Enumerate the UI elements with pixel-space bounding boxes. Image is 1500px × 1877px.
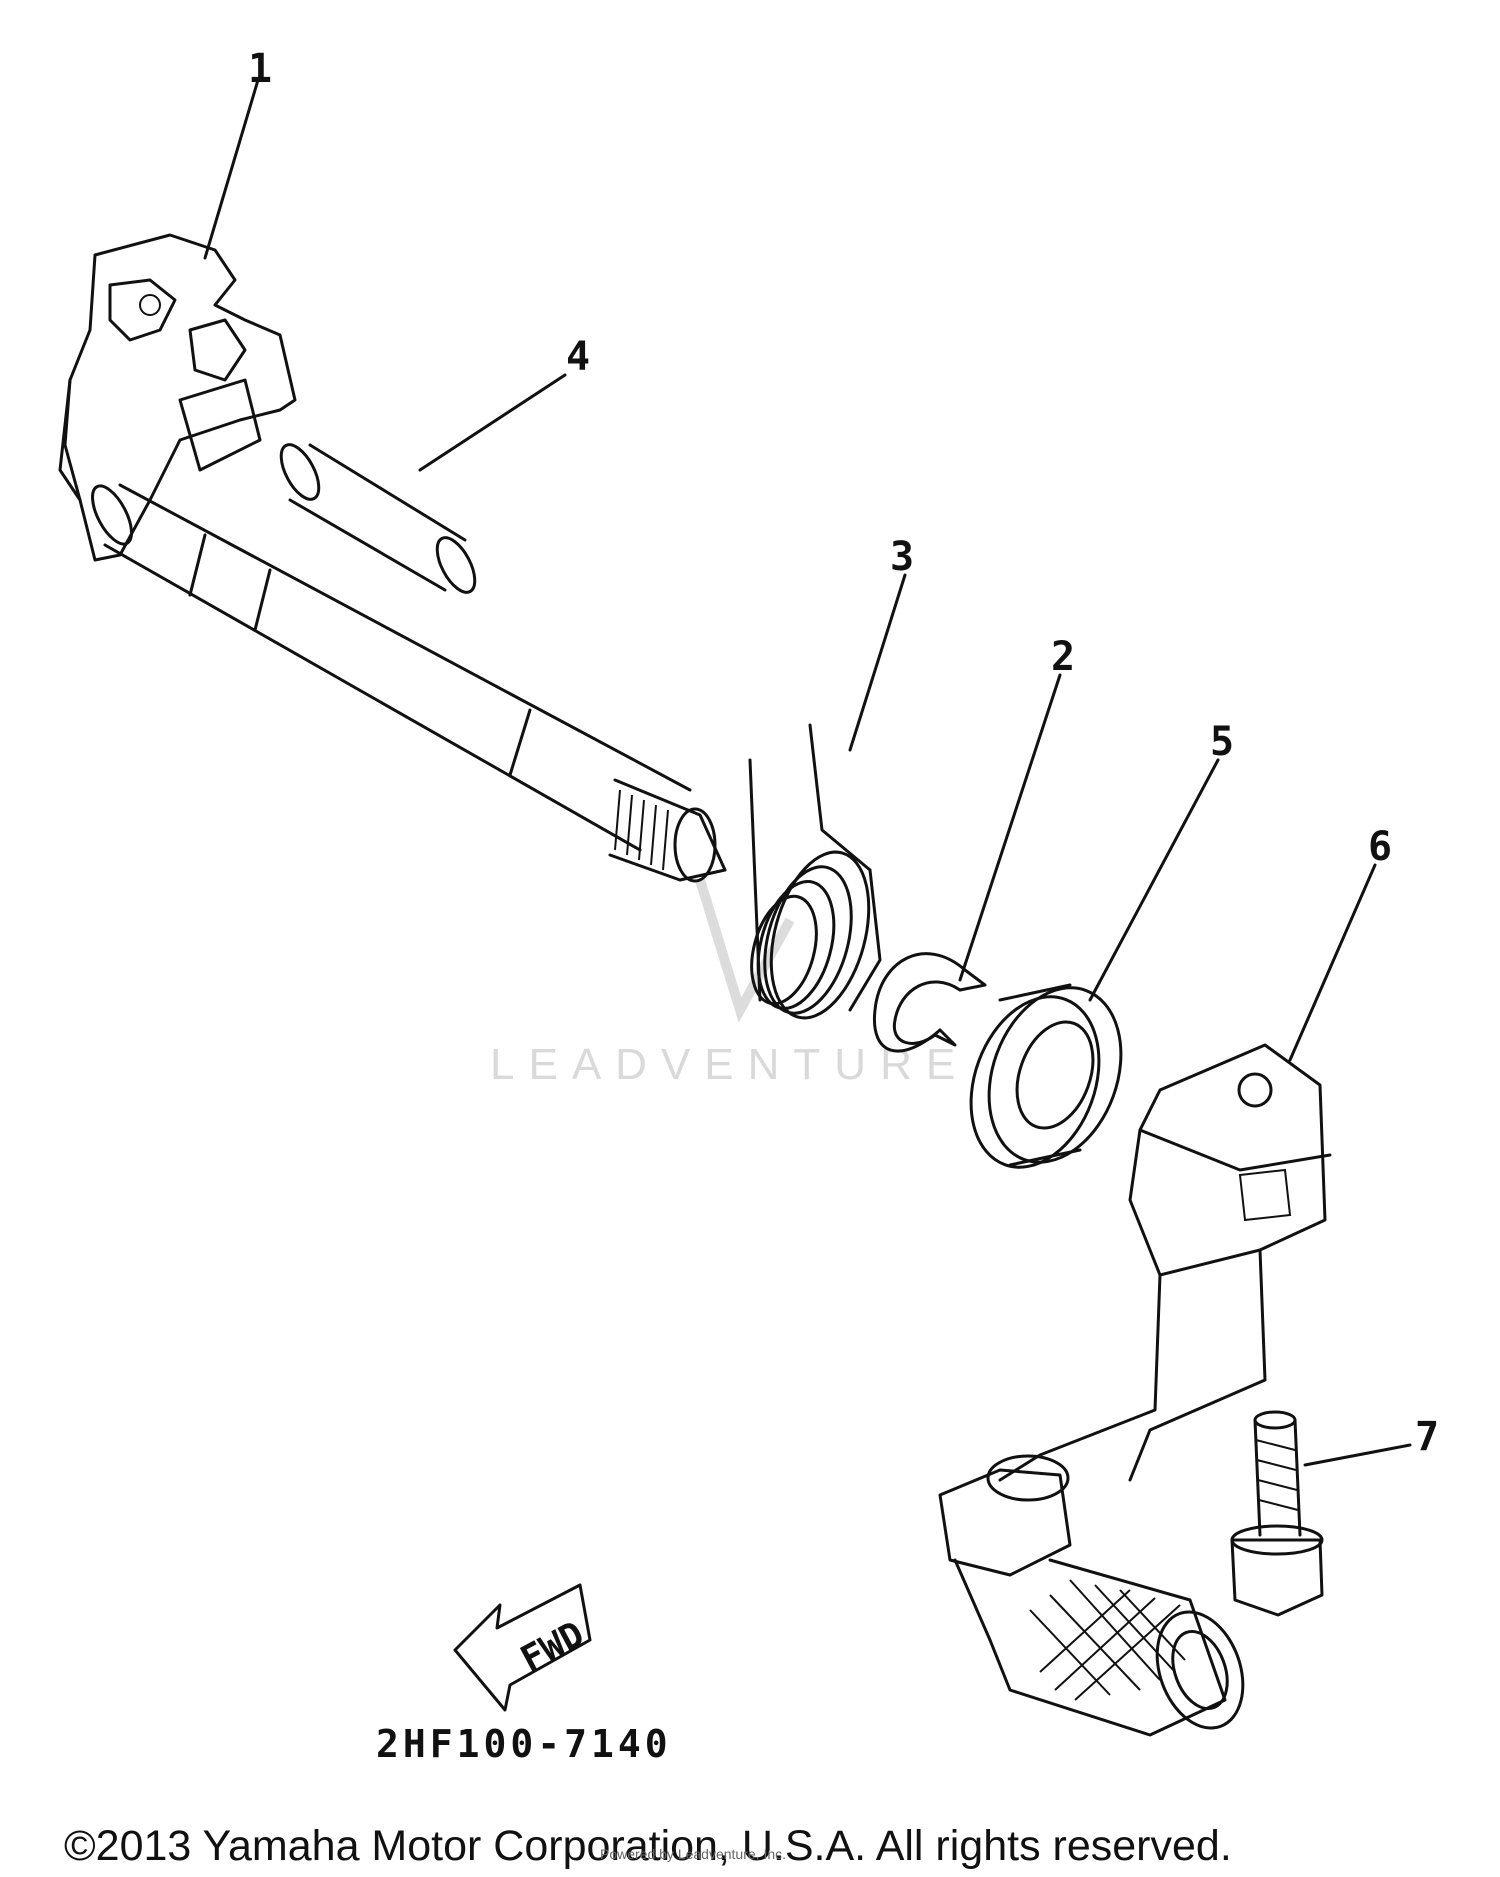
callout-6: 6: [1368, 824, 1392, 870]
watermark-logo: LEADVENTURE: [490, 1040, 970, 1089]
callout-4: 4: [566, 334, 590, 380]
part-code: 2HF100-7140: [376, 1722, 672, 1766]
part-circlip: [872, 952, 987, 1053]
fwd-label: FWD: [514, 1614, 591, 1681]
watermark-notice: Powered by Leadventure, Inc.: [600, 1846, 787, 1862]
part-bolt: [1230, 1410, 1324, 1617]
part-pin: [279, 443, 477, 594]
watermark-chevron-icon: [695, 878, 795, 1023]
callout-2: 2: [1051, 634, 1075, 680]
leader-lines: [203, 78, 1412, 1467]
callout-3: 3: [890, 534, 914, 580]
part-shift-shaft: [58, 233, 727, 883]
callout-5: 5: [1210, 719, 1234, 765]
part-oil-seal: [969, 983, 1123, 1169]
part-shift-pedal: [938, 1043, 1332, 1737]
copyright-notice: ©2013 Yamaha Motor Corporation, U.S.A. A…: [64, 1822, 1232, 1870]
fwd-arrow-icon: FWD: [453, 1583, 592, 1712]
part-torsion-spring: [748, 723, 882, 1020]
callout-7: 7: [1415, 1414, 1439, 1460]
callout-1: 1: [248, 46, 272, 92]
